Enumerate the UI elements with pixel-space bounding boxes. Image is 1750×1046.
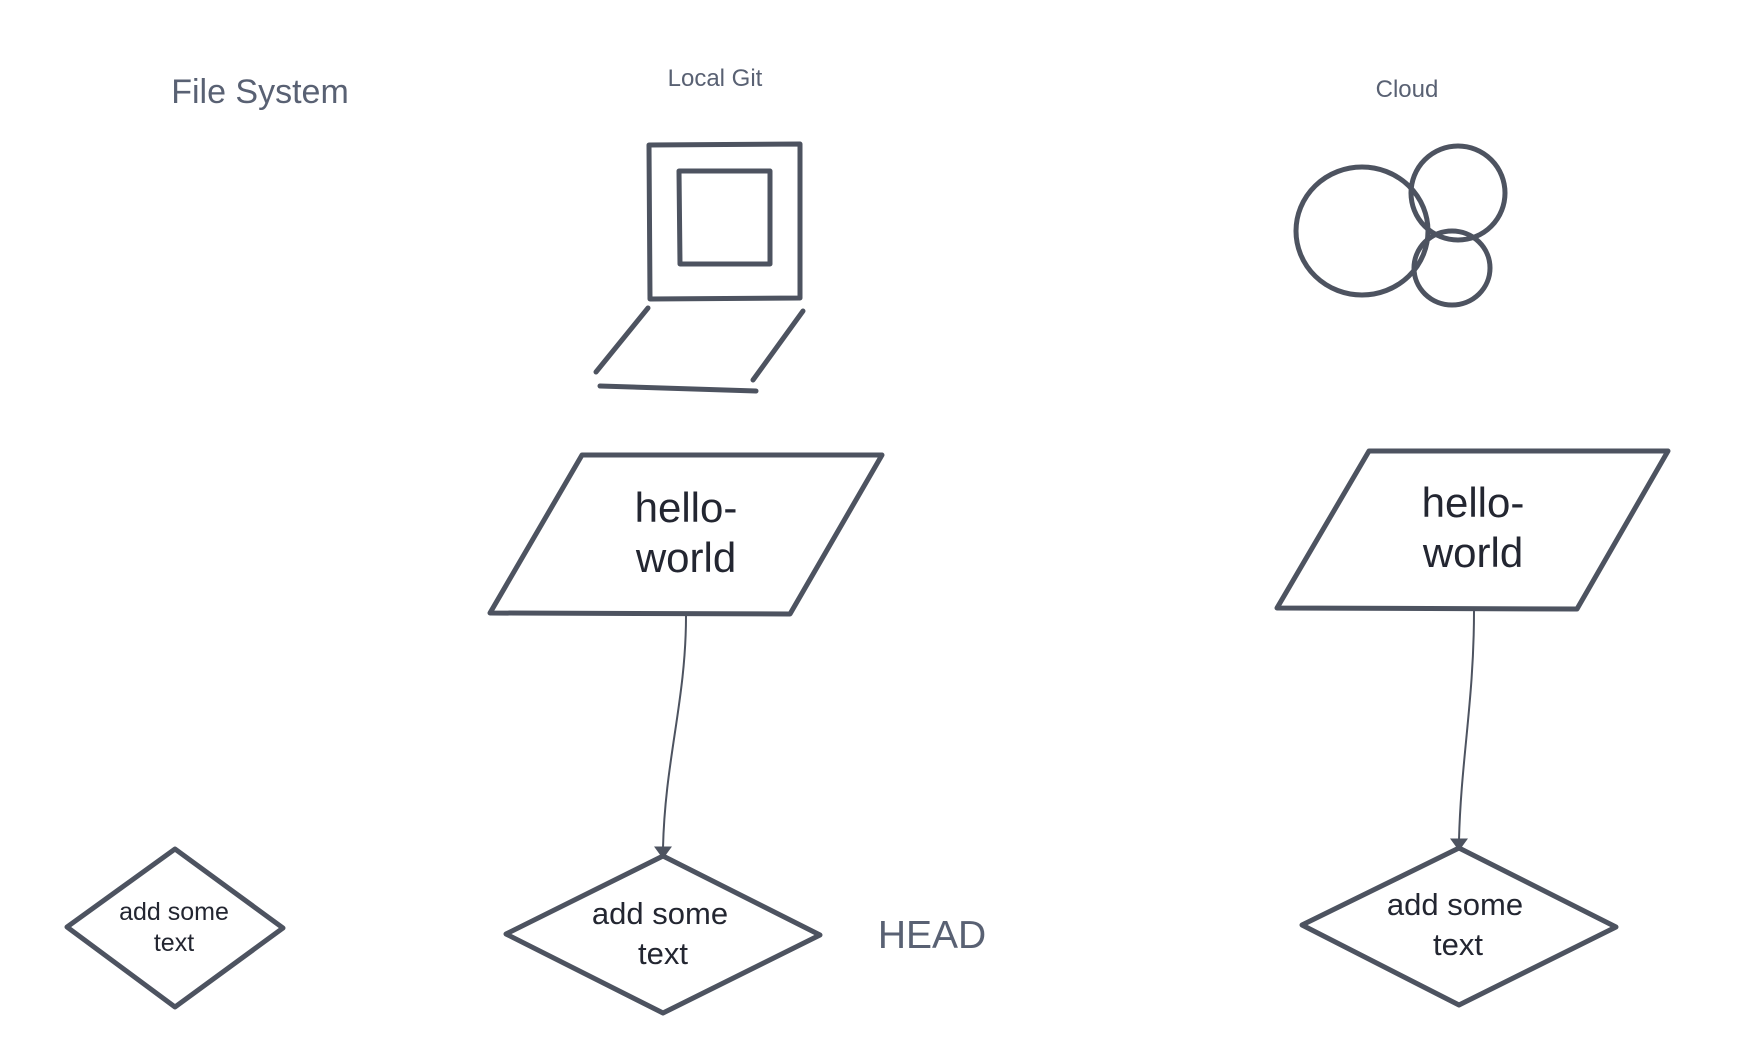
local-git-title: Local Git xyxy=(668,65,763,92)
cloud-commit-node: hello- world xyxy=(1274,448,1671,612)
cloud-text-node: add some text xyxy=(1299,845,1619,1008)
local-text-node: add some text xyxy=(503,853,823,1016)
cloud-title: Cloud xyxy=(1376,76,1439,103)
filesystem-title: File System xyxy=(171,73,349,111)
cloud-connector-arrow xyxy=(1450,610,1475,851)
local-connector-arrow xyxy=(654,615,687,859)
filesystem-text-node: add some text xyxy=(64,846,286,1010)
cloud-icon xyxy=(1293,143,1508,308)
head-pointer-label: HEAD xyxy=(878,914,986,957)
filesystem-node-line1: add some xyxy=(119,898,229,926)
local-node-line1: add some xyxy=(592,896,728,931)
cloud-node-line2: text xyxy=(1433,927,1483,962)
cloud-commit-line1: hello- xyxy=(1422,479,1525,526)
cloud-node-line1: add some xyxy=(1387,887,1523,922)
local-node-line2: text xyxy=(638,936,688,971)
local-commit-node: hello- world xyxy=(487,452,885,617)
laptop-icon xyxy=(593,141,806,394)
filesystem-node-line2: text xyxy=(154,929,194,957)
local-commit-line1: hello- xyxy=(635,484,738,531)
cloud-commit-line2: world xyxy=(1422,529,1523,576)
local-commit-line2: world xyxy=(635,534,736,581)
